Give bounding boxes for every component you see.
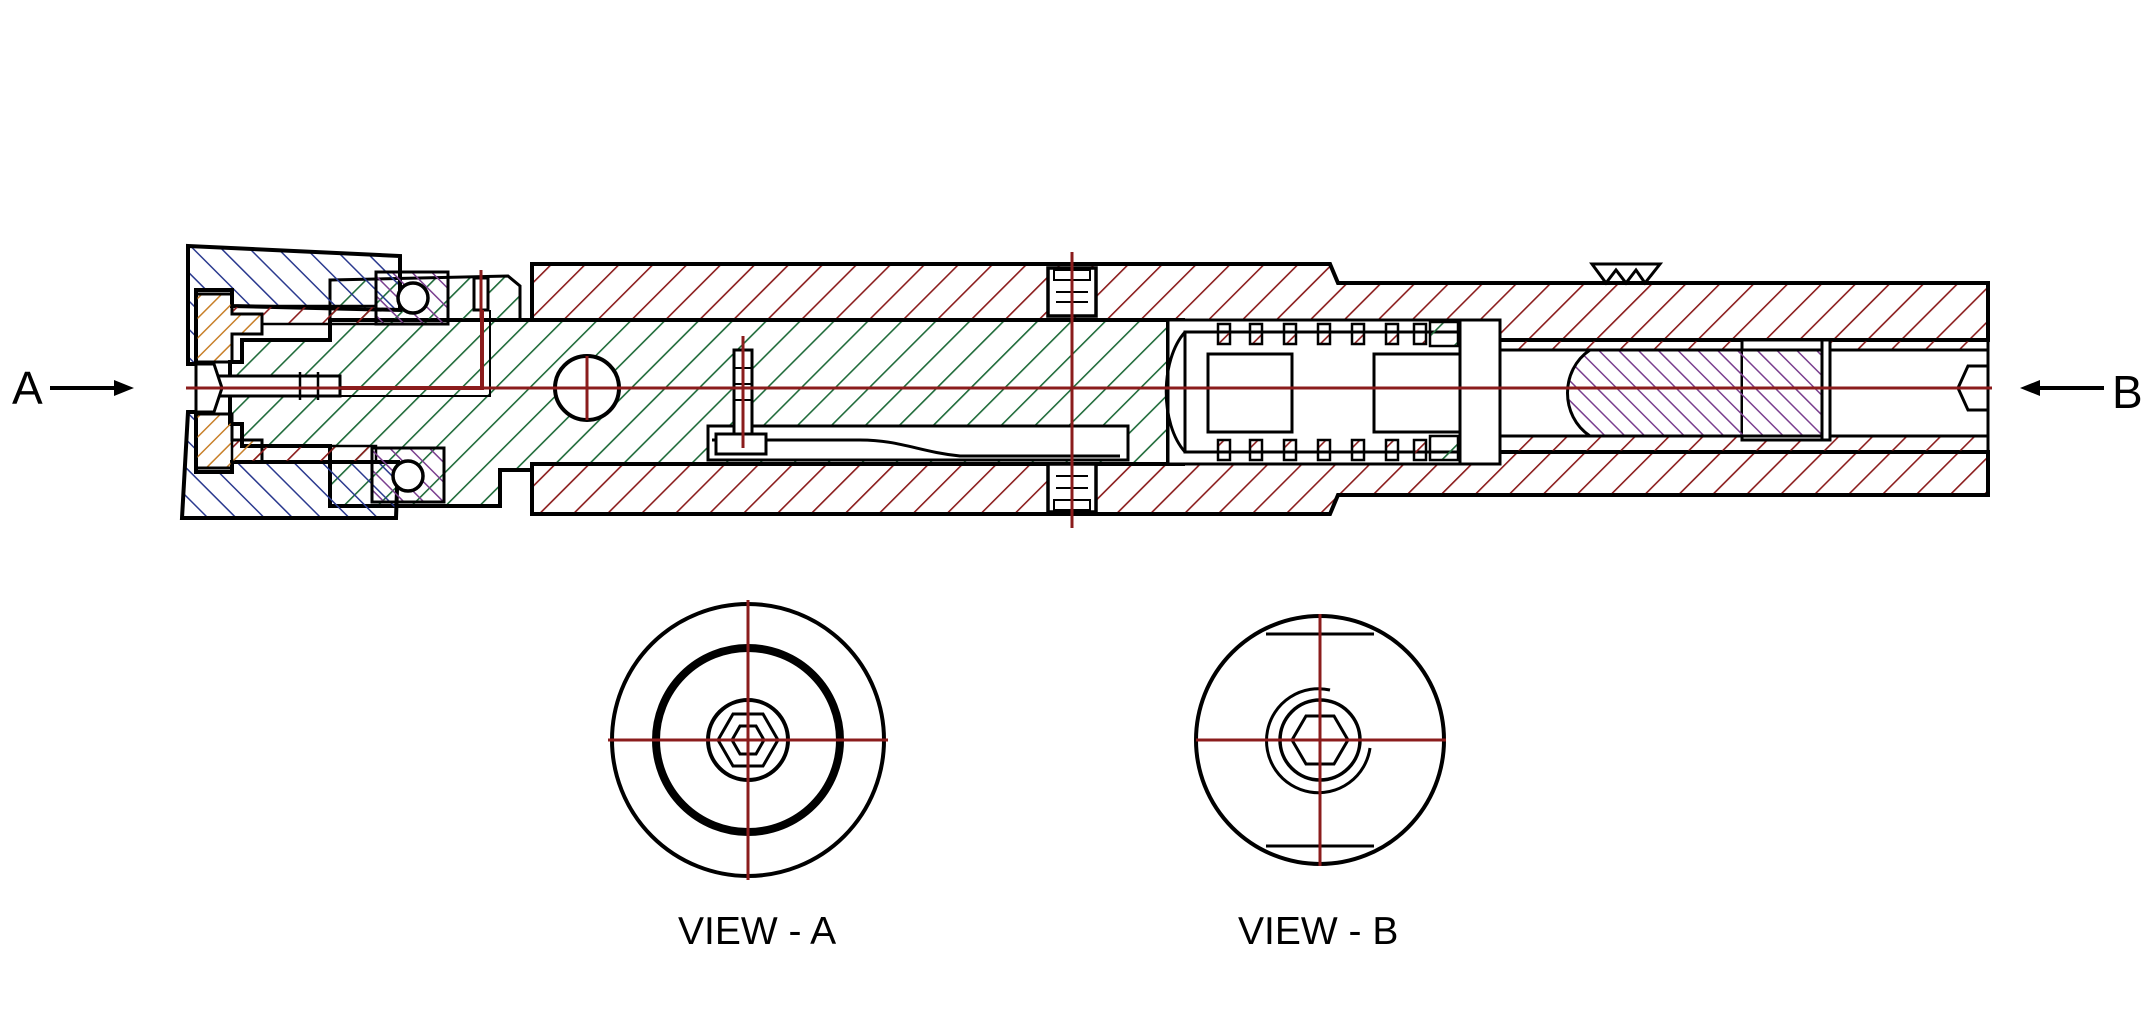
spring-guide-right [1372, 352, 1462, 434]
washer-lower [1428, 434, 1460, 462]
nose-sleeve-lower [230, 438, 378, 464]
view-a-caption: VIEW - A [678, 910, 836, 953]
view-b-spring-arc [1265, 687, 1372, 795]
view-b: VIEW - B [1194, 614, 1446, 953]
ball-lower [391, 459, 425, 493]
plunger-slot [706, 424, 1130, 462]
centerlines [186, 252, 1992, 528]
washer-upper [1428, 320, 1460, 348]
spring-stack [1164, 318, 1502, 466]
spring-coils-top [1216, 322, 1428, 346]
view-b-arrow-label: B [2112, 366, 2143, 418]
spring-guide-left [1206, 352, 1294, 434]
slug [1566, 348, 1824, 438]
view-a: VIEW - A [608, 600, 888, 953]
view-b-caption: VIEW - B [1238, 910, 1398, 953]
nose-assembly [179, 243, 491, 520]
spring-coils-bottom [1216, 438, 1428, 462]
surface-finish-mark [1589, 262, 1664, 286]
view-arrow-b: B [2020, 366, 2143, 418]
collet-insert-upper [194, 292, 264, 364]
nose-screw [212, 374, 342, 398]
ball-upper [396, 281, 430, 315]
view-a-arrow-label: A [12, 362, 43, 414]
leaf-spring [712, 438, 1120, 458]
rear-bore [1498, 338, 1990, 442]
view-arrow-a: A [12, 362, 134, 414]
